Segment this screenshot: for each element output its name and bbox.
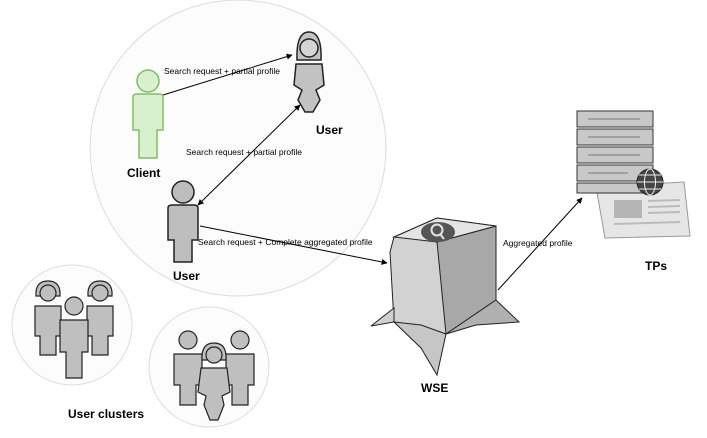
group-people-icon: [34, 280, 114, 379]
globe-icon: [636, 168, 664, 196]
edge-client-to-user: [162, 53, 293, 96]
user-clusters-label: User clusters: [68, 407, 145, 421]
user-female-icon: [293, 31, 325, 113]
client-label: Client: [127, 166, 161, 180]
edge-user-to-user: [197, 104, 301, 206]
edge-wse-to-tps: [497, 197, 583, 291]
tps-label: TPs: [645, 259, 668, 273]
edge-user-to-wse: [199, 225, 388, 265]
wse-search-engine-icon: [370, 217, 521, 377]
user-person-icon: [167, 180, 199, 263]
edge-label-client-user: Search request + partial profile: [164, 66, 280, 76]
edge-label-user-wse: Search request + Complete aggregated pro…: [198, 237, 373, 247]
search-cloud-icon: [421, 222, 455, 242]
wse-label: WSE: [421, 381, 449, 395]
user-bottom-label: User: [173, 269, 200, 283]
edge-label-wse-tps: Aggregated profile: [503, 238, 573, 248]
group-people-icon: [173, 330, 255, 421]
client-person-icon: [132, 69, 164, 159]
edge-label-user-user: Search request + partial profile: [186, 147, 302, 157]
user-top-label: User: [316, 123, 343, 137]
